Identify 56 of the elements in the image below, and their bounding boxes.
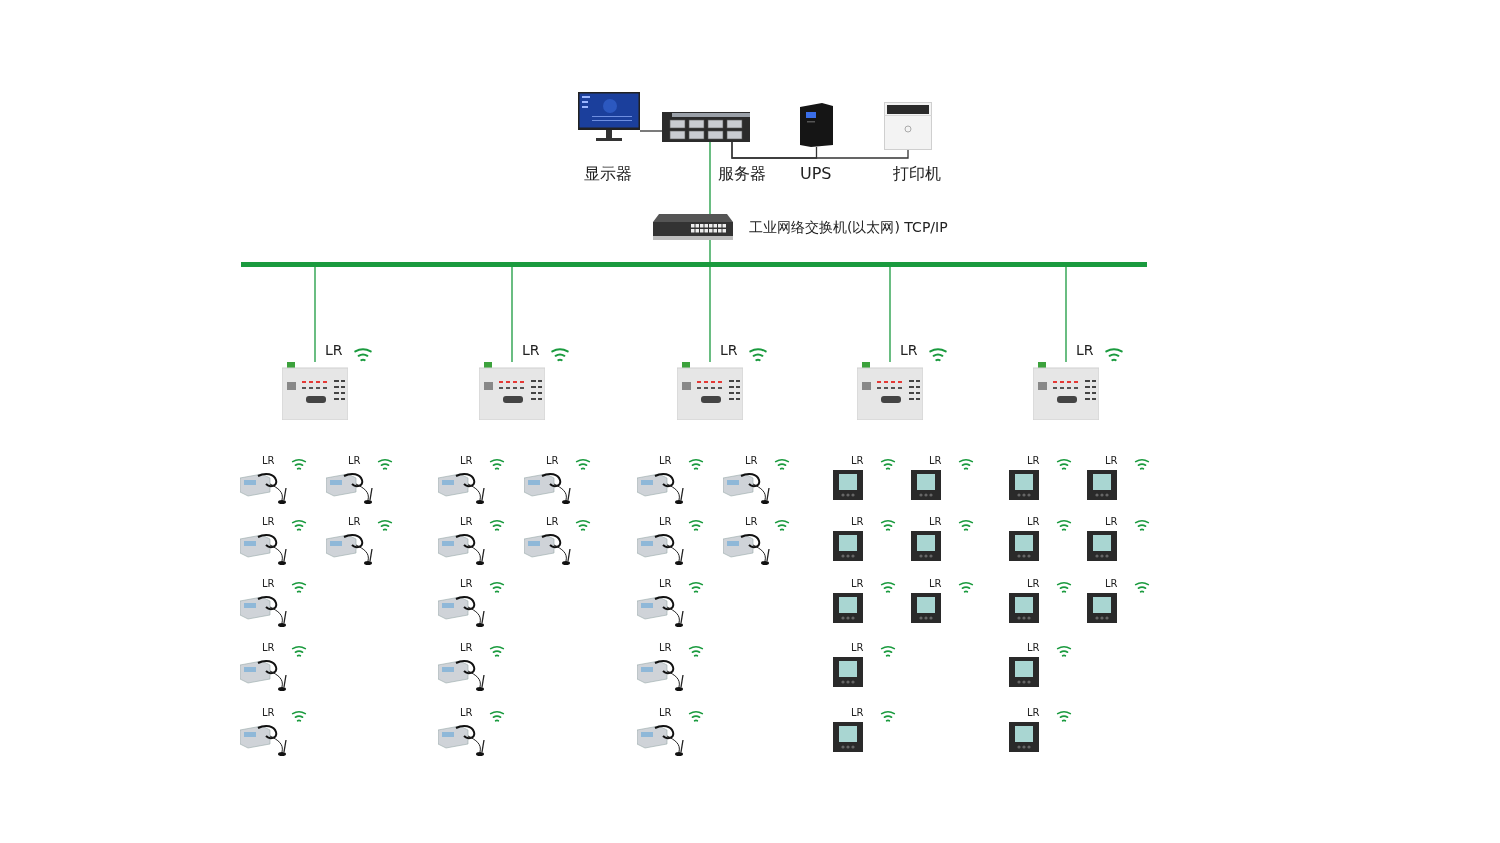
device-label: LR	[262, 456, 275, 466]
device-label: UPS	[800, 166, 832, 182]
device-label: LR	[460, 643, 473, 653]
device-label: LR	[348, 456, 361, 466]
connection-line	[709, 239, 711, 263]
device-label: LR	[262, 579, 275, 589]
device-label: LR	[1027, 517, 1040, 527]
device-label: LR	[659, 456, 672, 466]
connection-line	[889, 266, 891, 363]
device-label: LR	[546, 456, 559, 466]
device-label: LR	[262, 517, 275, 527]
device-label: LR	[851, 579, 864, 589]
device-label: LR	[1027, 456, 1040, 466]
connection-line	[1065, 266, 1067, 363]
connection-line	[731, 141, 909, 159]
device-label: LR	[659, 643, 672, 653]
device-label: 打印机	[893, 166, 941, 182]
device-label: LR	[262, 643, 275, 653]
connection-line	[709, 141, 711, 215]
connection-line	[709, 266, 711, 363]
device-label: 工业网络交换机(以太网) TCP/IP	[749, 220, 948, 234]
device-label: LR	[720, 343, 738, 357]
connection-line	[511, 266, 513, 363]
device-label: LR	[851, 456, 864, 466]
device-label: LR	[900, 343, 918, 357]
device-label: LR	[659, 579, 672, 589]
device-label: 服务器	[718, 166, 766, 182]
device-label: 显示器	[584, 166, 632, 182]
device-label: LR	[348, 517, 361, 527]
device-label: LR	[546, 517, 559, 527]
device-label: LR	[522, 343, 540, 357]
device-label: LR	[1105, 456, 1118, 466]
device-label: LR	[851, 708, 864, 718]
device-label: LR	[659, 517, 672, 527]
device-label: LR	[1027, 579, 1040, 589]
device-label: LR	[1027, 708, 1040, 718]
device-label: LR	[262, 708, 275, 718]
device-label: LR	[1076, 343, 1094, 357]
device-label: LR	[929, 579, 942, 589]
device-label: LR	[1105, 579, 1118, 589]
device-label: LR	[851, 643, 864, 653]
device-label: LR	[745, 517, 758, 527]
connection-line	[639, 130, 663, 132]
device-label: LR	[460, 708, 473, 718]
device-label: LR	[1105, 517, 1118, 527]
connection-line	[314, 266, 316, 363]
device-label: LR	[460, 456, 473, 466]
device-label: LR	[851, 517, 864, 527]
device-label: LR	[929, 456, 942, 466]
device-label: LR	[325, 343, 343, 357]
device-label: LR	[1027, 643, 1040, 653]
device-label: LR	[659, 708, 672, 718]
device-label: LR	[745, 456, 758, 466]
device-label: LR	[929, 517, 942, 527]
device-label: LR	[460, 579, 473, 589]
device-label: LR	[460, 517, 473, 527]
